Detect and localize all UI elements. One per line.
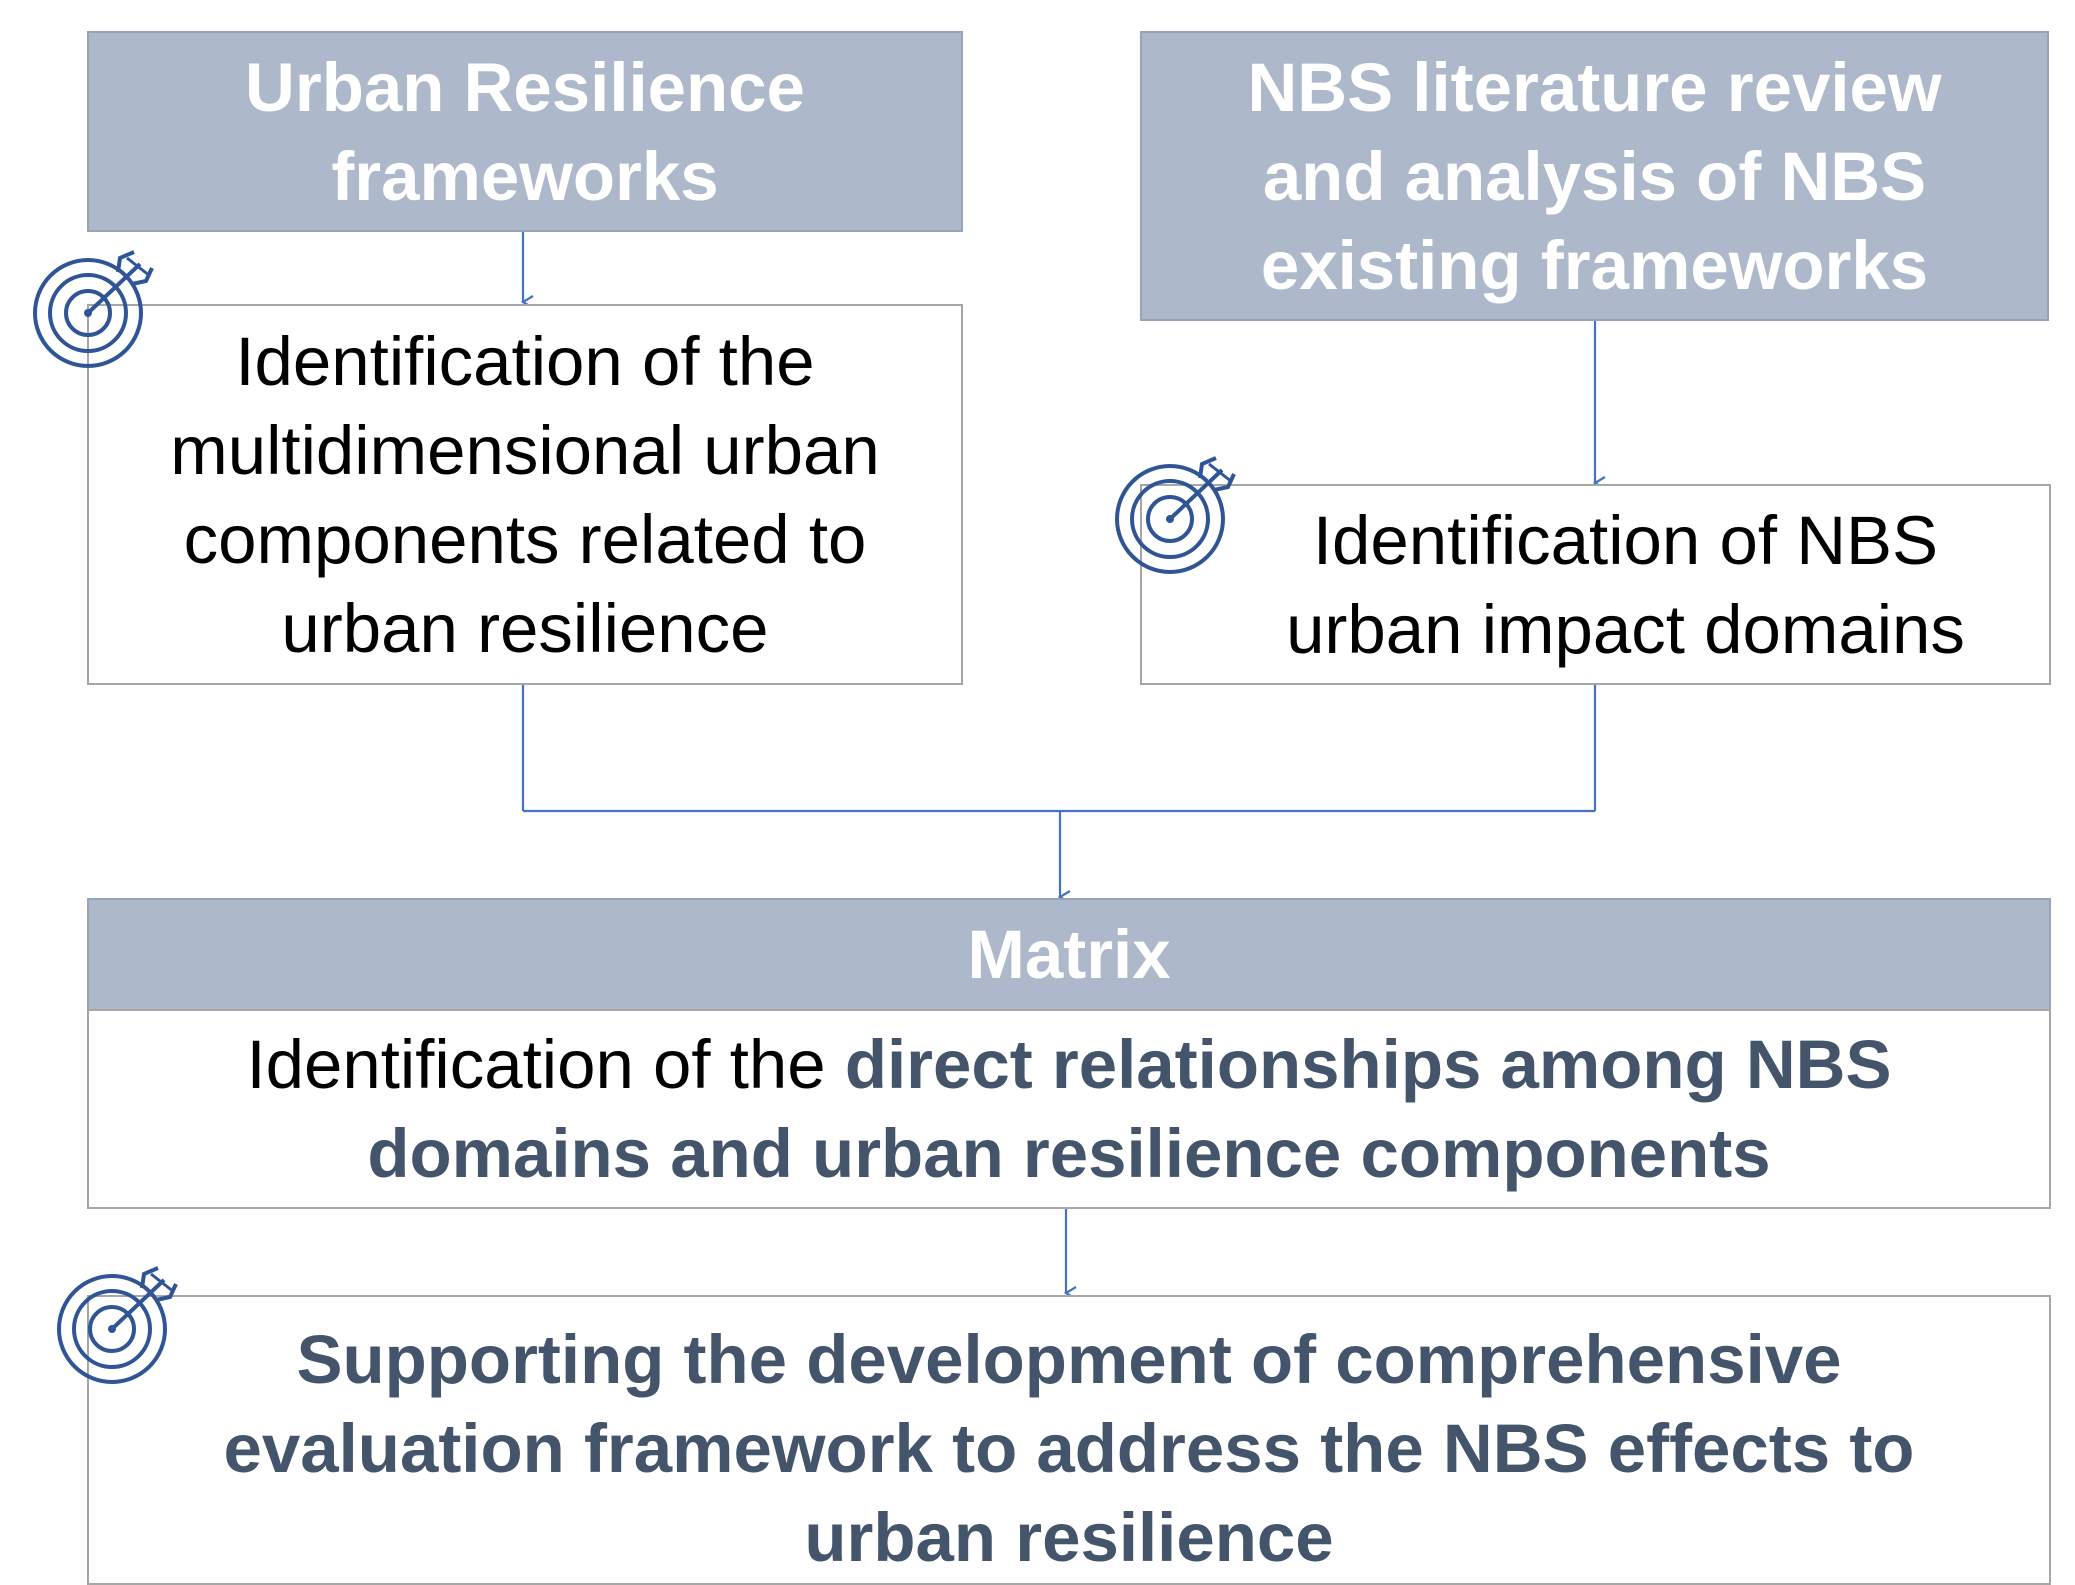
matrix-body-emphasis: direct relationships among NBS domains a… [367,1026,1892,1192]
target-with-arrow-icon [33,250,154,368]
final-goal-box: Supporting the development of comprehens… [87,1295,2051,1585]
target-with-arrow-icon [1115,456,1236,574]
nbs-domains-label: Identification of NBS urban impact domai… [1286,501,1965,668]
nbs-domains-box: Identification of NBS urban impact domai… [1140,484,2051,685]
matrix-header-box: Matrix [87,898,2051,1011]
urban-components-label: Identification of the multidimensional u… [170,322,880,667]
urban-resilience-frameworks-box: Urban Resilience frameworks [87,31,963,232]
urban-resilience-frameworks-label: Urban Resilience frameworks [245,48,805,215]
nbs-literature-review-label: NBS literature review and analysis of NB… [1247,48,1942,304]
target-with-arrow-icon [57,1266,178,1384]
matrix-body-prefix: Identification of the [246,1026,845,1103]
matrix-body-text: Identification of the direct relationshi… [246,1020,1891,1198]
urban-components-box: Identification of the multidimensional u… [87,304,963,685]
final-goal-label: Supporting the development of comprehens… [223,1321,1915,1576]
matrix-body-box: Identification of the direct relationshi… [87,1009,2051,1209]
nbs-literature-review-box: NBS literature review and analysis of NB… [1140,31,2049,321]
matrix-title: Matrix [967,916,1171,993]
